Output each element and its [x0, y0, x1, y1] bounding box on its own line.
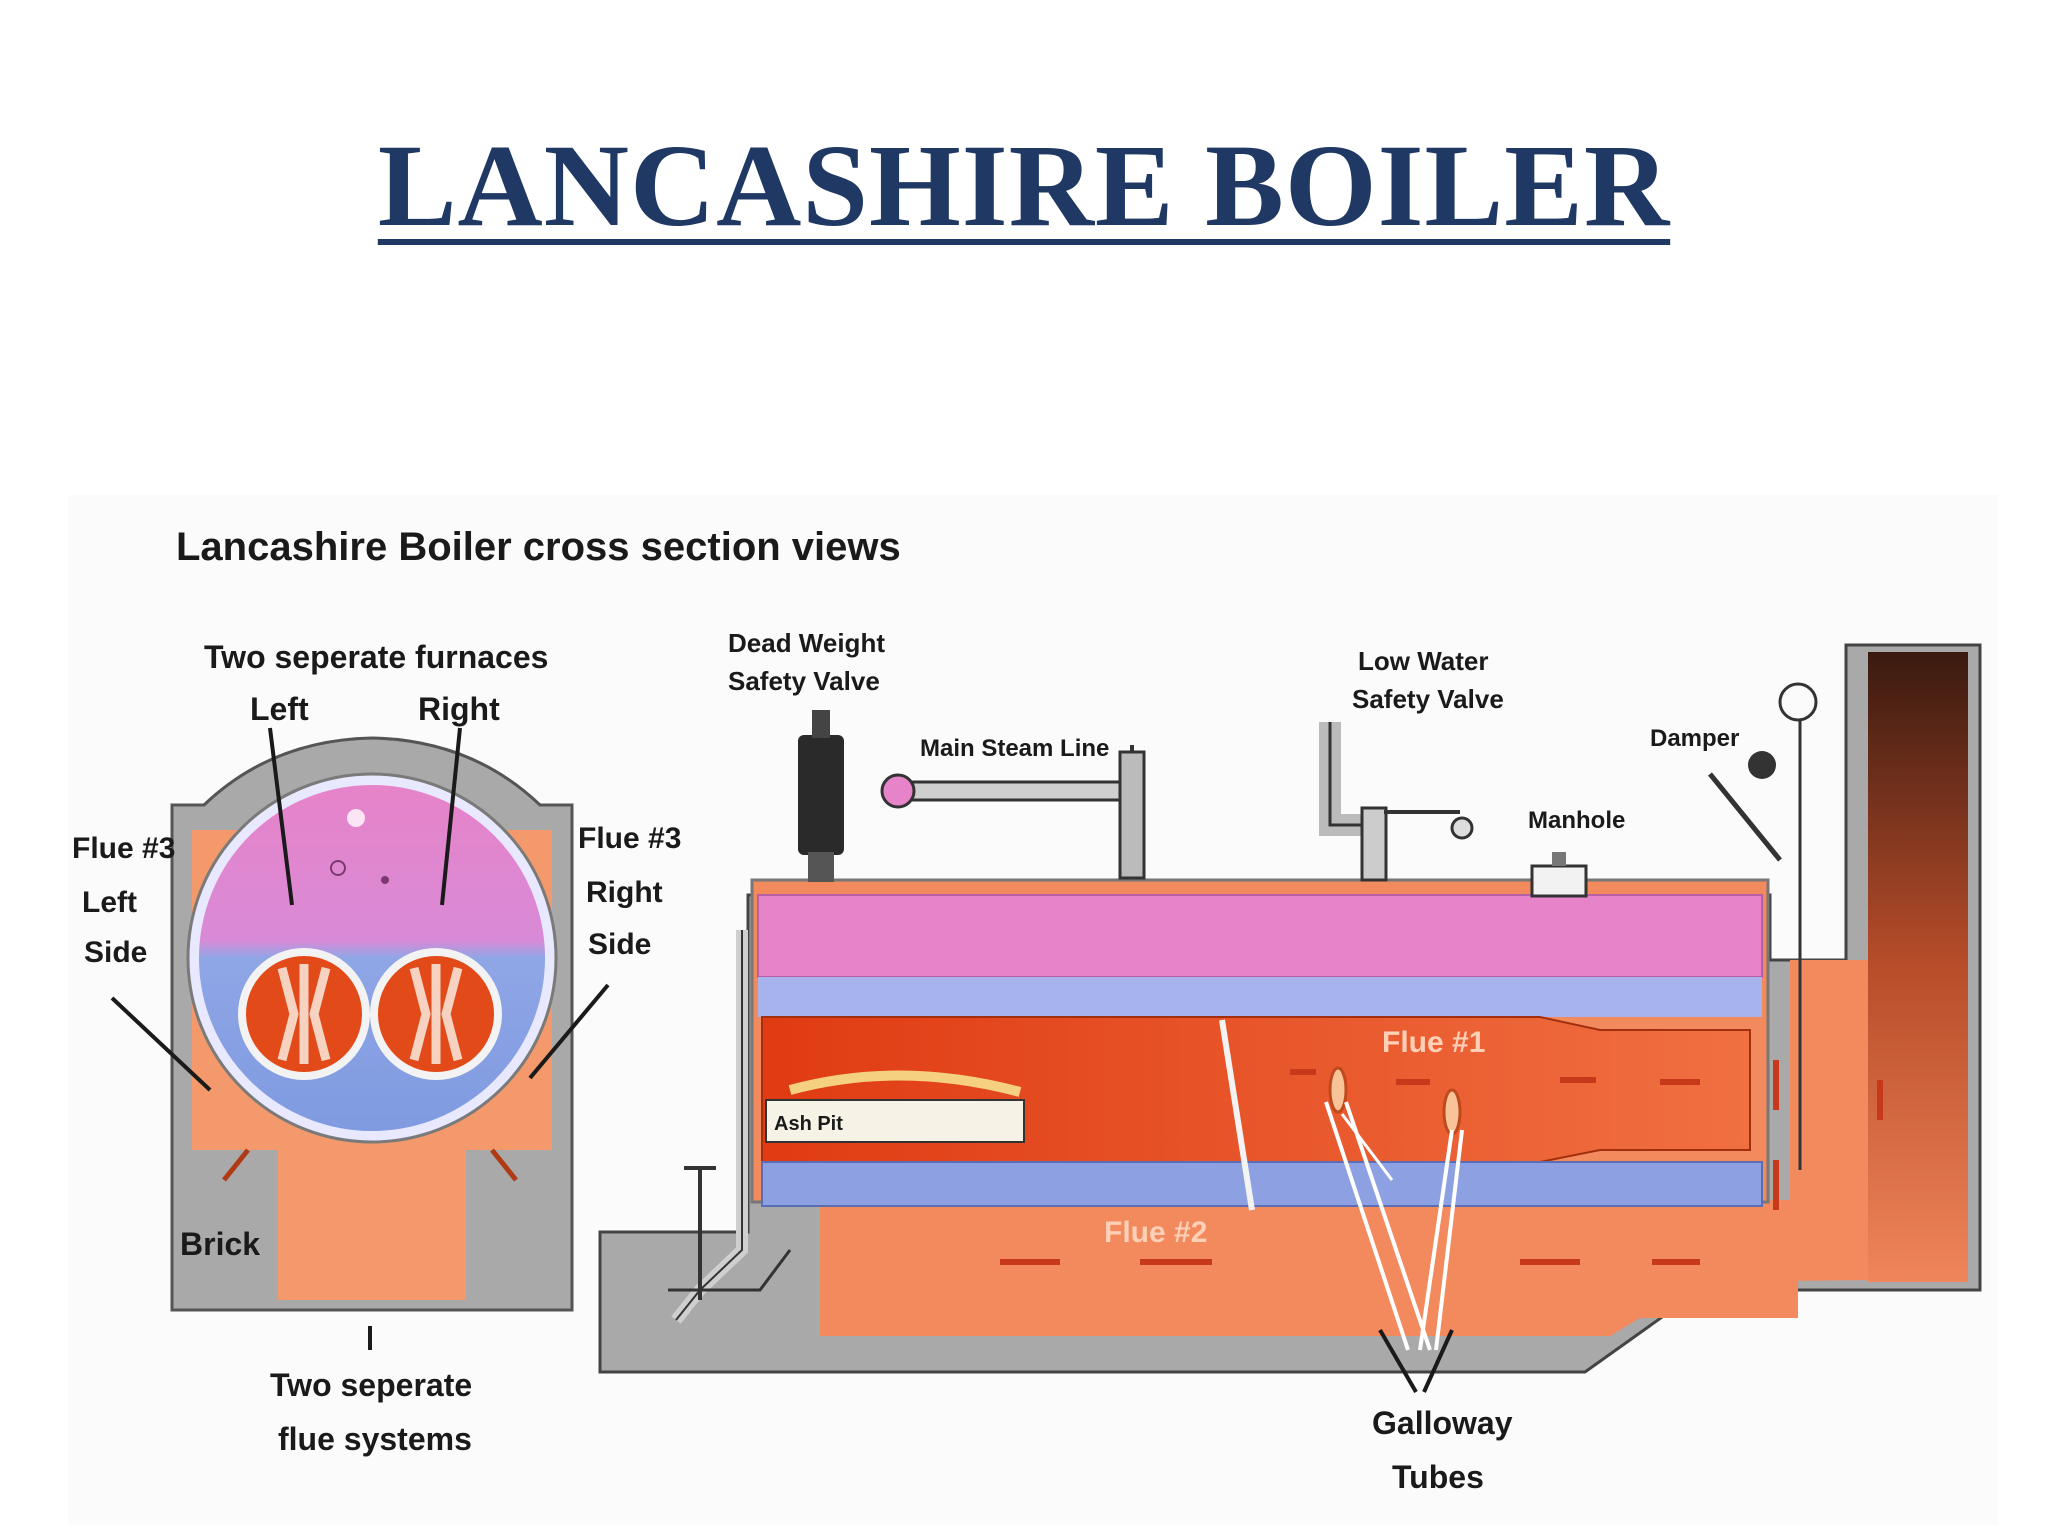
slide-title: LANCASHIRE BOILER: [0, 118, 2048, 254]
main-steam-label: Main Steam Line: [920, 735, 1109, 762]
galloway-tubes: [1219, 1019, 1462, 1211]
ash-pit: [765, 1099, 1025, 1143]
right-furnace: [370, 948, 502, 1080]
left-furnace: [238, 948, 370, 1080]
low-water-line1: Low Water: [1358, 646, 1488, 676]
low-water-line2: Safety Valve: [1352, 684, 1504, 714]
flue-systems-line2: flue systems: [278, 1421, 472, 1457]
left-label: Left: [250, 691, 309, 727]
main-steam-line: [880, 745, 1146, 880]
blowdown-valve: [668, 930, 792, 1324]
low-water-safety-valve: [1319, 722, 1474, 882]
flue3-right-line1: Flue #3: [578, 822, 681, 855]
flue3-left-line3: Side: [84, 936, 147, 969]
brick-label: Brick: [180, 1226, 260, 1262]
manhole-label: Manhole: [1528, 807, 1625, 834]
galloway-line1: Galloway: [1372, 1405, 1513, 1441]
galloway-line2: Tubes: [1392, 1459, 1484, 1495]
dead-weight-line2: Safety Valve: [728, 666, 880, 696]
dead-weight-safety-valve: [798, 710, 844, 882]
cross-section-view: Two seperate furnaces Left Right Flue #3…: [72, 639, 681, 1457]
furnaces-label: Two seperate furnaces: [204, 639, 548, 675]
flue3-right-line2: Right: [586, 876, 663, 909]
diagram-heading: Lancashire Boiler cross section views: [176, 525, 901, 569]
water-space: [758, 977, 1762, 1017]
lower-water: [761, 1161, 1763, 1207]
galloway-pointers-dark: [1378, 1328, 1454, 1394]
steam-space: [757, 894, 1763, 978]
damper-label: Damper: [1650, 725, 1739, 752]
dead-weight-line1: Dead Weight: [728, 628, 885, 658]
flue2-label: Flue #2: [1104, 1216, 1207, 1249]
damper: [1708, 682, 1818, 1170]
slide-title-text: LANCASHIRE BOILER: [377, 120, 1671, 251]
flue-systems-line1: Two seperate: [270, 1367, 472, 1403]
flue3-right-line3: Side: [588, 928, 651, 961]
right-label: Right: [418, 691, 500, 727]
flue3-left-line2: Left: [82, 886, 137, 919]
flue3-left-line1: Flue #3: [72, 832, 175, 865]
boiler-shell: [189, 775, 555, 1141]
galloway-pointers: [1324, 1101, 1464, 1351]
ash-pit-label: Ash Pit: [774, 1113, 843, 1135]
flue1-label: Flue #1: [1382, 1026, 1485, 1059]
flow-arrows: [1000, 1060, 1883, 1265]
manhole: [1530, 852, 1588, 898]
chimney-flue: [1868, 652, 1968, 1282]
side-section-view: Dead Weight Safety Valve Main Steam Line…: [598, 628, 1982, 1495]
